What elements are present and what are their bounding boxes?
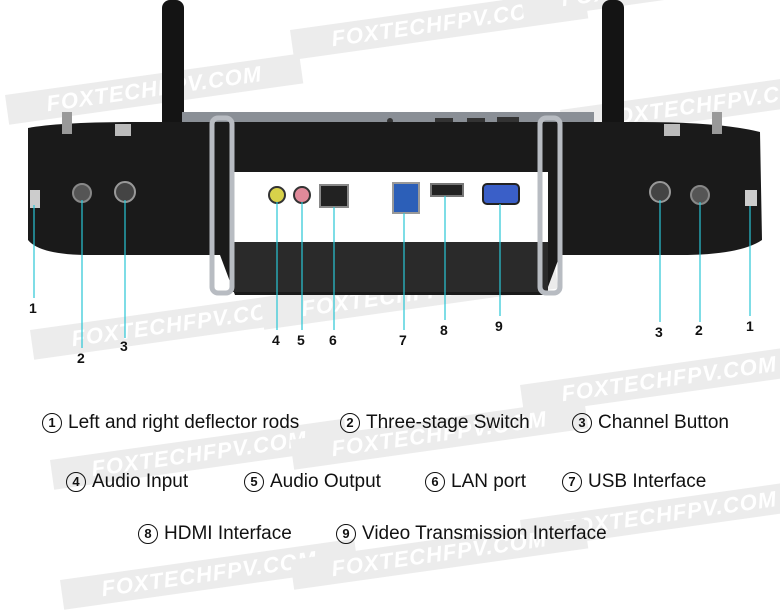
- legend-number: 1: [42, 413, 62, 433]
- video-transmission-port: [482, 183, 520, 205]
- legend-number: 4: [66, 472, 86, 492]
- callout-9: 9: [495, 318, 503, 334]
- hdmi-port: [430, 183, 464, 197]
- legend-number: 2: [340, 413, 360, 433]
- legend-text: USB Interface: [588, 471, 707, 492]
- callout-5: 5: [297, 332, 305, 348]
- right-handle: [537, 115, 563, 296]
- callout-1-left: 1: [29, 300, 37, 316]
- legend-number: 5: [244, 472, 264, 492]
- left-channel-button: [114, 181, 136, 203]
- callout-6: 6: [329, 332, 337, 348]
- right-channel-button: [649, 181, 671, 203]
- left-deflector-rod: [30, 190, 40, 208]
- product-image: FOXTECHFPV.COM FOXTECHFPV.COM FOXTECHFPV…: [5, 0, 780, 610]
- callout-2-left: 2: [77, 350, 85, 366]
- callout-3-right: 3: [655, 324, 663, 340]
- left-three-stage-switch: [72, 183, 92, 203]
- legend-item-3: 3 Channel Button: [572, 412, 729, 434]
- legend-item-6: 6 LAN port: [425, 471, 526, 493]
- callout-1-right: 1: [746, 318, 754, 334]
- legend-item-7: 7 USB Interface: [562, 471, 706, 493]
- left-handle: [209, 115, 235, 296]
- callout-8: 8: [440, 322, 448, 338]
- device-illustration: [28, 0, 762, 348]
- right-three-stage-switch: [690, 185, 710, 205]
- audio-output-port: [293, 186, 311, 204]
- callout-3-left: 3: [120, 338, 128, 354]
- legend-item-8: 8 HDMI Interface: [138, 523, 292, 545]
- legend-text: Channel Button: [598, 412, 729, 433]
- legend-text: Video Transmission Interface: [362, 523, 607, 544]
- callout-2-right: 2: [695, 322, 703, 338]
- callout-4: 4: [272, 332, 280, 348]
- legend-item-9: 9 Video Transmission Interface: [336, 523, 607, 545]
- legend-item-5: 5 Audio Output: [244, 471, 381, 493]
- right-deflector-rod: [745, 190, 757, 206]
- legend-number: 3: [572, 413, 592, 433]
- legend-number: 7: [562, 472, 582, 492]
- legend-item-2: 2 Three-stage Switch: [340, 412, 530, 434]
- legend-number: 9: [336, 524, 356, 544]
- callout-7: 7: [399, 332, 407, 348]
- legend-number: 8: [138, 524, 158, 544]
- legend-item-1: 1 Left and right deflector rods: [42, 412, 299, 434]
- usb-port: [392, 182, 420, 214]
- legend-text: LAN port: [451, 471, 526, 492]
- legend-text: Audio Output: [270, 471, 381, 492]
- legend-text: Left and right deflector rods: [68, 412, 300, 433]
- legend-item-4: 4 Audio Input: [66, 471, 188, 493]
- legend-number: 6: [425, 472, 445, 492]
- legend-text: HDMI Interface: [164, 523, 292, 544]
- legend-text: Three-stage Switch: [366, 412, 530, 433]
- legend-text: Audio Input: [92, 471, 189, 492]
- lan-port: [319, 184, 349, 208]
- audio-input-port: [268, 186, 286, 204]
